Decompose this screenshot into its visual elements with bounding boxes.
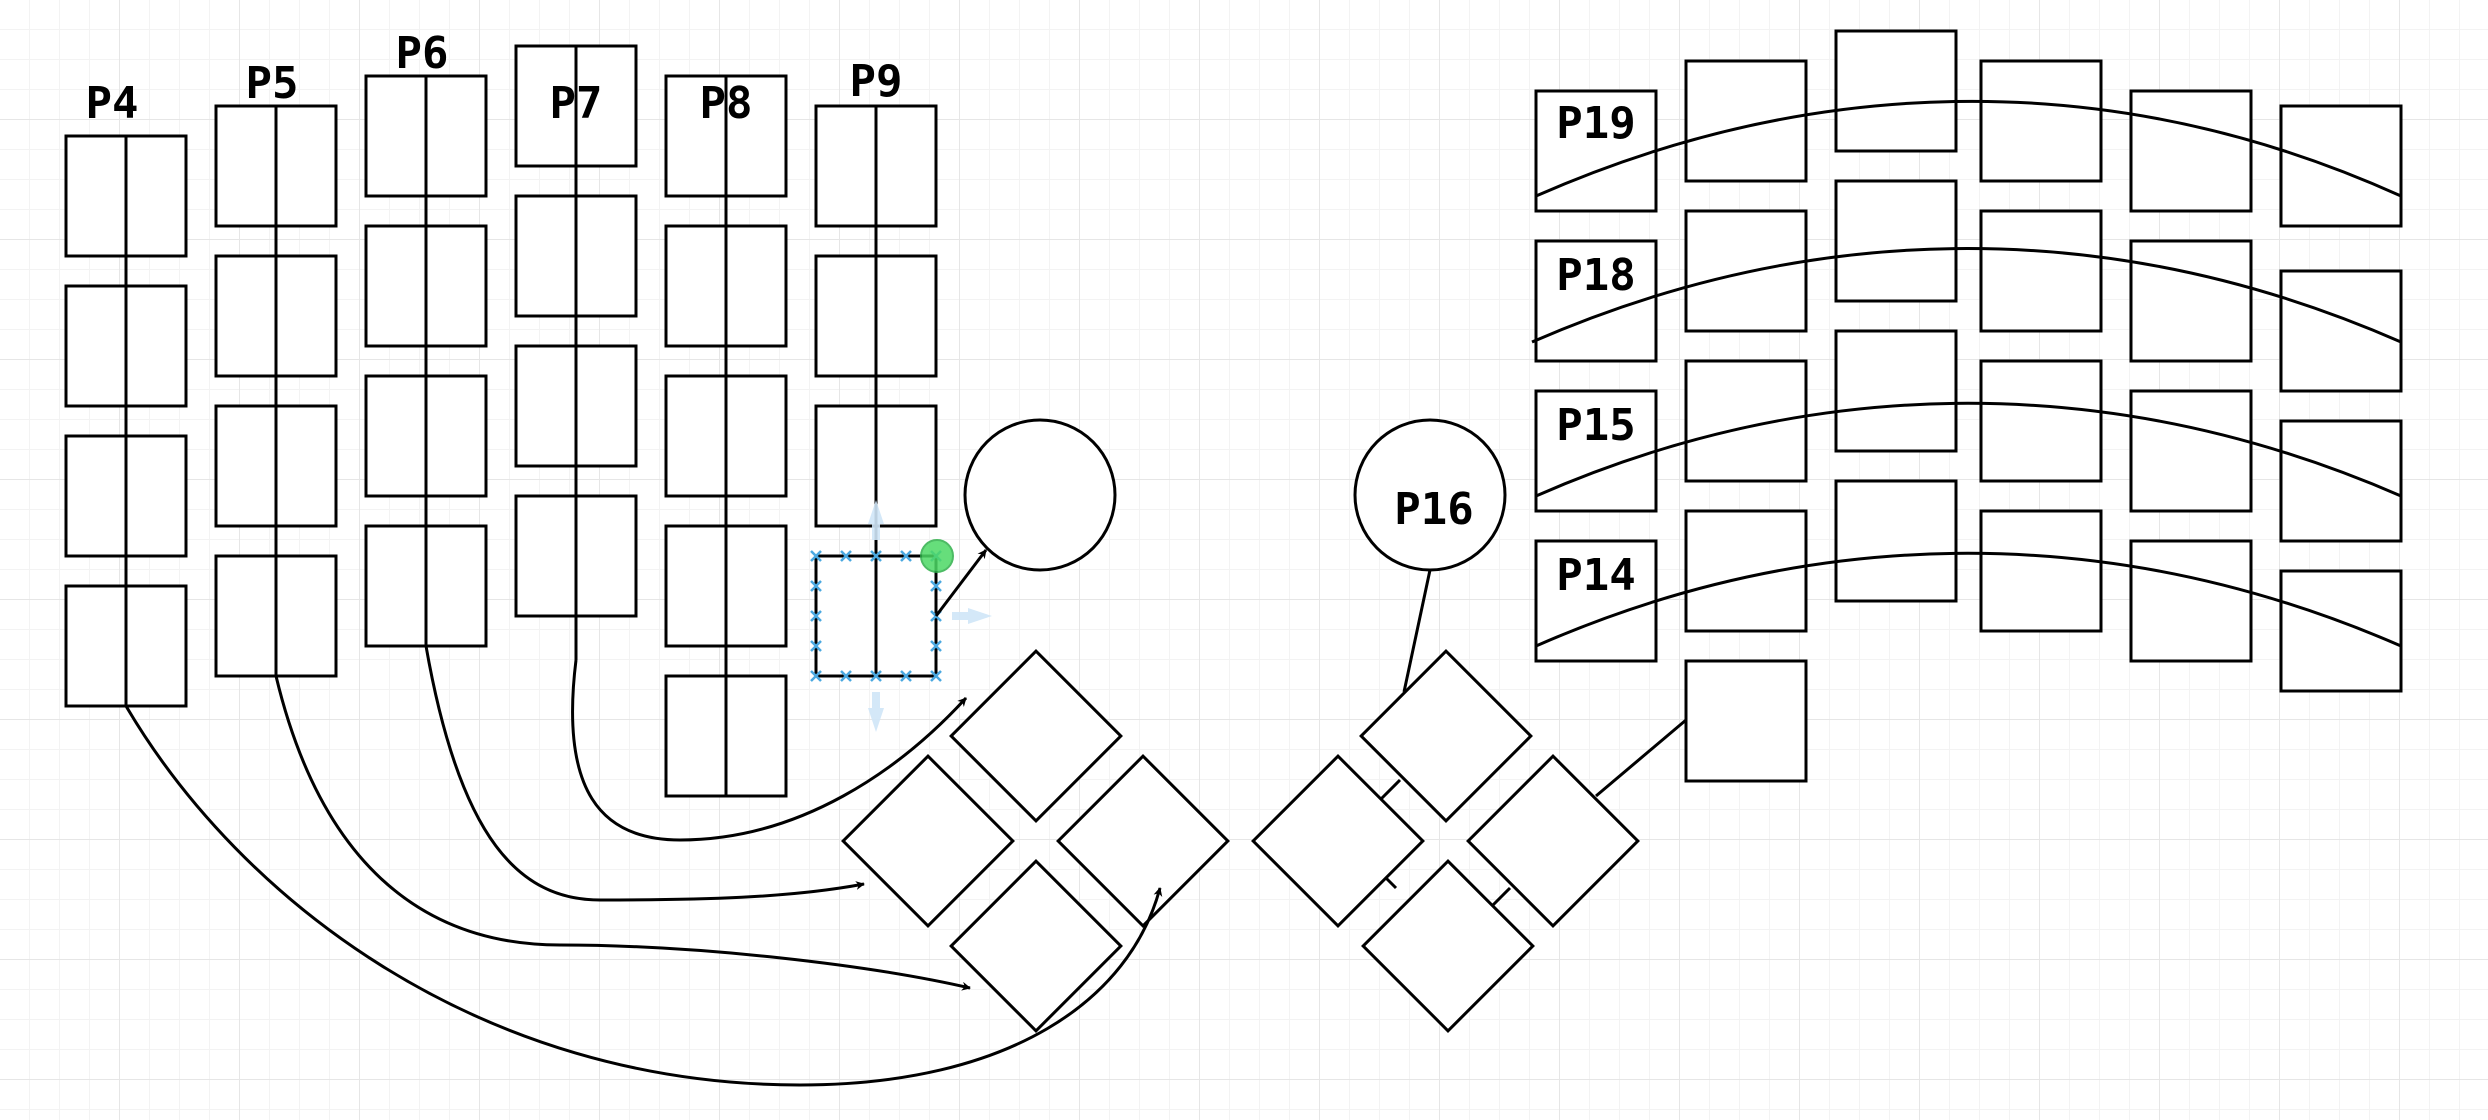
right-key-c6-r2[interactable] bbox=[2279, 269, 2403, 393]
right-key-c4-r1[interactable] bbox=[1979, 59, 2103, 183]
p19-key[interactable] bbox=[1534, 89, 1658, 213]
resize-handle-icon[interactable] bbox=[930, 640, 942, 652]
arrow-down-hint-icon[interactable] bbox=[868, 692, 884, 732]
encoder-circle-left[interactable] bbox=[963, 418, 1117, 572]
p4-column[interactable]: P4 bbox=[64, 78, 188, 708]
connector-p9-to-circle[interactable] bbox=[934, 549, 988, 617]
resize-handle-icon[interactable] bbox=[870, 670, 882, 682]
left-thumb-cluster[interactable] bbox=[841, 649, 1230, 1033]
p5-column[interactable]: P5 bbox=[214, 58, 338, 678]
resize-handle-icon[interactable] bbox=[810, 670, 822, 682]
right-key-c5-r2[interactable] bbox=[2129, 239, 2253, 363]
resize-handle-icon[interactable] bbox=[870, 550, 882, 562]
left-thumb-left[interactable] bbox=[841, 754, 1015, 928]
p7-column[interactable]: P7 bbox=[514, 44, 638, 660]
right-key-c3-r1[interactable] bbox=[1834, 29, 1958, 153]
right-row-labels: P19 P18 P15 P14 bbox=[1552, 94, 1639, 605]
p18-label: P18 bbox=[1556, 250, 1635, 301]
p8-column[interactable]: P8 bbox=[664, 74, 788, 798]
connector-p7-to-thumb-top[interactable] bbox=[571, 659, 968, 842]
p15-row-trace[interactable] bbox=[1535, 401, 2402, 498]
p14-label: P14 bbox=[1556, 550, 1635, 601]
p15-key[interactable] bbox=[1534, 389, 1658, 513]
p4-label: P4 bbox=[86, 78, 139, 129]
right-key-grid[interactable] bbox=[1534, 29, 2403, 783]
right-key-c3-r4[interactable] bbox=[1834, 479, 1958, 603]
arrow-up-hint-icon[interactable] bbox=[868, 500, 884, 540]
p6-label: P6 bbox=[396, 28, 449, 79]
right-key-c5-r1[interactable] bbox=[2129, 89, 2253, 213]
resize-handle-icon[interactable] bbox=[810, 580, 822, 592]
right-key-c4-r3[interactable] bbox=[1979, 359, 2103, 483]
right-key-c2-r5[interactable] bbox=[1684, 659, 1808, 783]
connector-p16-to-thumb[interactable] bbox=[1402, 569, 1432, 693]
right-key-c5-r4[interactable] bbox=[2129, 539, 2253, 663]
right-thumb-right[interactable] bbox=[1466, 754, 1640, 928]
right-key-c4-r4[interactable] bbox=[1979, 509, 2103, 633]
right-thumb-cluster[interactable] bbox=[1251, 649, 1640, 1033]
p7-label: P7 bbox=[550, 78, 603, 129]
right-key-c2-r4[interactable] bbox=[1684, 509, 1808, 633]
left-thumb-right[interactable] bbox=[1056, 754, 1230, 928]
connector-thumb-to-key[interactable] bbox=[1595, 718, 1687, 798]
p16-encoder[interactable]: P16 bbox=[1353, 418, 1507, 572]
p5-label: P5 bbox=[246, 58, 299, 109]
resize-handle-icon[interactable] bbox=[930, 580, 942, 592]
right-thumb-left[interactable] bbox=[1251, 754, 1425, 928]
right-key-c6-r4[interactable] bbox=[2279, 569, 2403, 693]
p6-column[interactable]: P6 bbox=[364, 28, 488, 648]
right-key-c2-r1[interactable] bbox=[1684, 59, 1808, 183]
p18-row-trace[interactable] bbox=[1531, 247, 2402, 344]
p19-label: P19 bbox=[1556, 98, 1635, 149]
resize-handle-icon[interactable] bbox=[930, 670, 942, 682]
left-thumb-top[interactable] bbox=[949, 649, 1123, 823]
p19-row-trace[interactable] bbox=[1535, 99, 2402, 198]
left-thumb-bottom[interactable] bbox=[949, 859, 1123, 1033]
right-key-c6-r1[interactable] bbox=[2279, 104, 2403, 228]
connector-p6-to-thumb-left[interactable] bbox=[424, 645, 865, 902]
resize-handle-icon[interactable] bbox=[810, 640, 822, 652]
right-thumb-top[interactable] bbox=[1359, 649, 1533, 823]
connector-p4-to-thumb-right[interactable] bbox=[124, 705, 1163, 1087]
connector-p5-to-thumb-bottom[interactable] bbox=[274, 675, 971, 991]
p16-label: P16 bbox=[1394, 484, 1473, 535]
resize-handle-icon[interactable] bbox=[810, 610, 822, 622]
selection-handles[interactable] bbox=[810, 550, 942, 682]
connection-point-hover-icon[interactable] bbox=[920, 539, 954, 573]
right-key-c5-r3[interactable] bbox=[2129, 389, 2253, 513]
p9-label: P9 bbox=[850, 56, 903, 107]
right-key-c6-r3[interactable] bbox=[2279, 419, 2403, 543]
arrow-right-hint-icon[interactable] bbox=[952, 608, 992, 624]
p15-label: P15 bbox=[1556, 400, 1635, 451]
right-key-c2-r3[interactable] bbox=[1684, 359, 1808, 483]
p14-row-trace[interactable] bbox=[1535, 551, 2402, 648]
p8-label: P8 bbox=[700, 78, 753, 129]
resize-handle-icon[interactable] bbox=[810, 550, 822, 562]
resize-handle-icon[interactable] bbox=[840, 670, 852, 682]
right-key-c3-r3[interactable] bbox=[1834, 329, 1958, 453]
right-thumb-link-1 bbox=[1378, 778, 1402, 802]
right-key-c4-r2[interactable] bbox=[1979, 209, 2103, 333]
resize-handle-icon[interactable] bbox=[900, 670, 912, 682]
p9-key-4-selected[interactable] bbox=[810, 500, 992, 732]
resize-handle-icon[interactable] bbox=[900, 550, 912, 562]
resize-handle-icon[interactable] bbox=[840, 550, 852, 562]
right-thumb-bottom[interactable] bbox=[1361, 859, 1535, 1033]
right-key-c3-r2[interactable] bbox=[1834, 179, 1958, 303]
